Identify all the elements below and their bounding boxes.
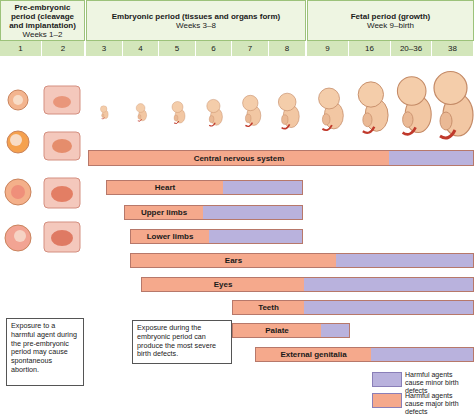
sensitivity-bar: External genitalia — [255, 347, 474, 362]
period-title: Embryonic period (tissues and organs for… — [112, 12, 280, 21]
week-number: 3 — [86, 41, 123, 56]
organ-label: Palate — [233, 324, 321, 337]
sensitivity-bar: Eyes — [141, 277, 474, 292]
legend-swatch — [372, 393, 402, 408]
sensitivity-bar: Palate — [232, 323, 350, 338]
organ-label: Teeth — [233, 301, 304, 314]
week-range: Weeks 3–8 — [176, 21, 216, 30]
week-number: 20–36 — [391, 41, 432, 56]
organ-label: Lower limbs — [131, 230, 209, 243]
period-title: Fetal period (growth) — [351, 12, 431, 21]
embryo-series — [100, 72, 473, 139]
week-number: 6 — [196, 41, 232, 56]
organ-label: Eyes — [142, 278, 304, 291]
legend-text: Harmful agents cause minor birth defects — [405, 371, 473, 395]
period-header: Pre-embryonic period (cleavage and impla… — [0, 0, 85, 41]
sensitivity-bar: Lower limbs — [130, 229, 303, 244]
organ-label: Upper limbs — [125, 206, 203, 219]
week-number: 38 — [432, 41, 474, 56]
week-number: 9 — [307, 41, 349, 56]
week-number: 5 — [159, 41, 196, 56]
organ-label: External genitalia — [256, 348, 371, 361]
organ-label: Heart — [107, 181, 223, 194]
blastocyst — [5, 90, 31, 251]
sensitivity-bar: Upper limbs — [124, 205, 303, 220]
note-text: Exposure during the embryonic period can… — [137, 324, 227, 359]
note-text: Exposure to a harmful agent during the p… — [11, 322, 79, 375]
period-title: Pre-embryonic period (cleavage and impla… — [3, 3, 82, 30]
sensitivity-bar: Ears — [130, 253, 474, 268]
legend-swatch — [372, 372, 402, 387]
week-range: Weeks 1–2 — [23, 30, 63, 39]
week-range: Week 9–birth — [367, 21, 414, 30]
period-header: Fetal period (growth)Week 9–birth — [307, 0, 474, 41]
sensitivity-bar: Heart — [106, 180, 303, 195]
note-box: Exposure during the embryonic period can… — [132, 320, 232, 364]
week-number: 16 — [349, 41, 391, 56]
organ-label: Ears — [131, 254, 336, 267]
implantation — [44, 86, 80, 252]
sensitivity-bar: Central nervous system — [88, 150, 474, 166]
week-number: 7 — [232, 41, 269, 56]
sensitivity-bar: Teeth — [232, 300, 474, 315]
week-number: 2 — [42, 41, 85, 56]
week-number: 8 — [269, 41, 306, 56]
legend-text: Harmful agents cause major birth defects — [405, 392, 473, 415]
week-number: 1 — [0, 41, 42, 56]
organ-label: Central nervous system — [89, 151, 389, 165]
week-number: 4 — [123, 41, 159, 56]
note-box: Exposure to a harmful agent during the p… — [6, 318, 84, 386]
period-header: Embryonic period (tissues and organs for… — [86, 0, 306, 41]
